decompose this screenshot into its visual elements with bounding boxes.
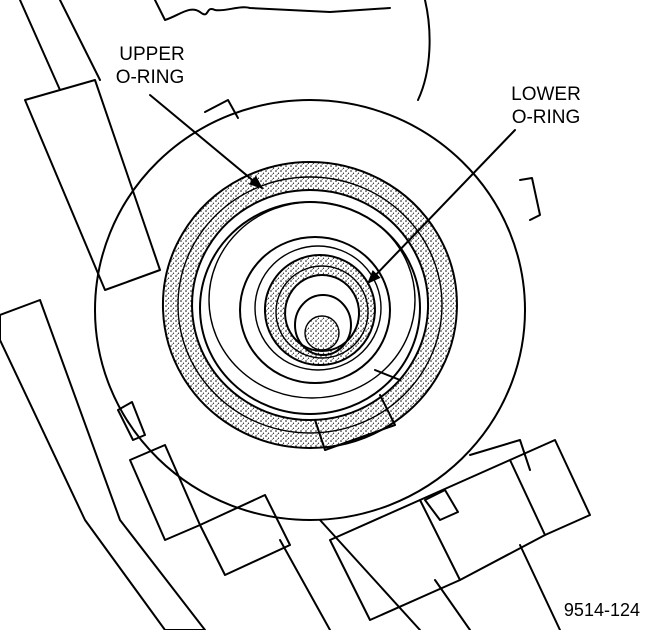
lower-o-ring-label-line1: LOWER [511, 84, 581, 105]
connector-blocks [129, 439, 591, 630]
upper-o-ring-leader [149, 94, 264, 189]
center-shaft [294, 294, 352, 356]
bore-steps [199, 201, 421, 451]
top-bracket [154, 0, 431, 101]
upper-o-ring-label-line1: UPPER [119, 44, 184, 65]
housing-arm [0, 0, 421, 630]
outer-disc [94, 99, 526, 521]
lower-o-ring-label-line2: O-RING [512, 107, 581, 128]
figure-number: 9514-124 [564, 600, 640, 620]
lower-o-ring-leader [367, 129, 516, 285]
lower-o-ring [263, 254, 376, 366]
upper-o-ring-label-line2: O-RING [116, 67, 185, 88]
upper-o-ring [161, 161, 458, 449]
disc-tabs [117, 99, 541, 521]
